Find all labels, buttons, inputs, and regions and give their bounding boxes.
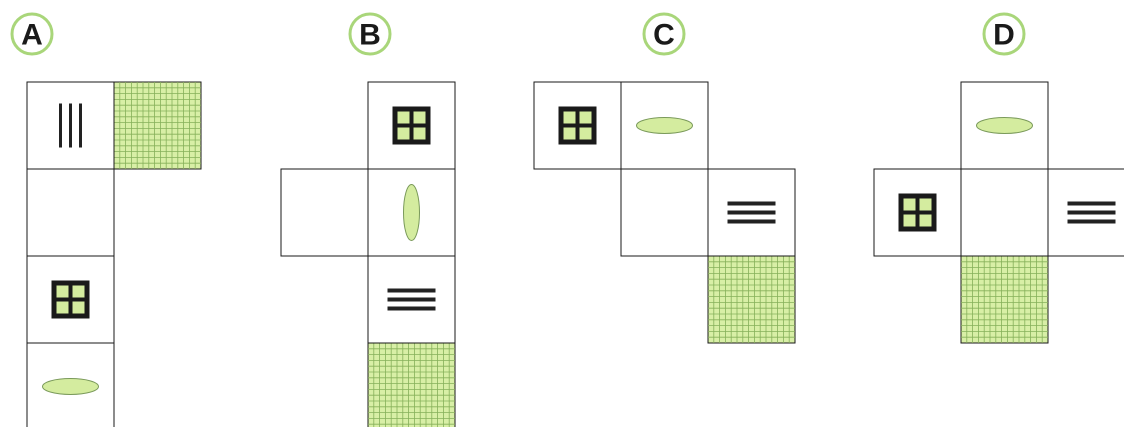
option-label-b: B bbox=[359, 19, 381, 52]
window-icon bbox=[392, 106, 431, 145]
green-grid-pattern bbox=[367, 342, 456, 427]
horizontal-ellipse-icon bbox=[976, 117, 1033, 134]
horizontal-lines-icon bbox=[1067, 201, 1116, 224]
net-cell bbox=[707, 168, 796, 257]
net-cell bbox=[1047, 168, 1124, 257]
option-label-d: D bbox=[993, 19, 1015, 52]
net-cell bbox=[367, 81, 456, 170]
option-c-net[interactable]: C bbox=[533, 12, 796, 344]
green-grid-pattern bbox=[707, 255, 796, 344]
net-cell bbox=[26, 168, 115, 257]
horizontal-lines-icon bbox=[727, 201, 776, 224]
net-cell bbox=[620, 168, 709, 257]
net-cell bbox=[26, 81, 115, 170]
option-badge-d bbox=[982, 12, 1026, 56]
green-grid-pattern bbox=[960, 255, 1049, 344]
option-label-a: A bbox=[21, 19, 43, 52]
net-cell bbox=[960, 81, 1049, 170]
net-cell bbox=[113, 81, 202, 170]
net-cell bbox=[367, 342, 456, 427]
horizontal-lines-icon bbox=[387, 288, 436, 311]
net-cell bbox=[367, 168, 456, 257]
window-icon bbox=[558, 106, 597, 145]
net-cell bbox=[960, 168, 1049, 257]
horizontal-ellipse-icon bbox=[42, 378, 99, 395]
vertical-ellipse-icon bbox=[403, 184, 420, 241]
vertical-lines-icon bbox=[59, 103, 82, 148]
net-cell bbox=[26, 342, 115, 427]
net-cell bbox=[960, 255, 1049, 344]
option-b-net[interactable]: B bbox=[280, 12, 456, 427]
option-badge-b bbox=[348, 12, 392, 56]
net-cell bbox=[707, 255, 796, 344]
net-cell bbox=[873, 168, 962, 257]
window-icon bbox=[898, 193, 937, 232]
option-d-net[interactable]: D bbox=[873, 12, 1124, 344]
net-cell bbox=[280, 168, 369, 257]
option-badge-a bbox=[10, 12, 54, 56]
window-icon bbox=[51, 280, 90, 319]
net-cell bbox=[620, 81, 709, 170]
option-label-c: C bbox=[653, 19, 675, 52]
option-a-net[interactable]: A bbox=[10, 12, 202, 427]
net-cell bbox=[26, 255, 115, 344]
net-cell bbox=[533, 81, 622, 170]
option-badge-c bbox=[642, 12, 686, 56]
net-cell bbox=[367, 255, 456, 344]
horizontal-ellipse-icon bbox=[636, 117, 693, 134]
green-grid-pattern bbox=[113, 81, 202, 170]
